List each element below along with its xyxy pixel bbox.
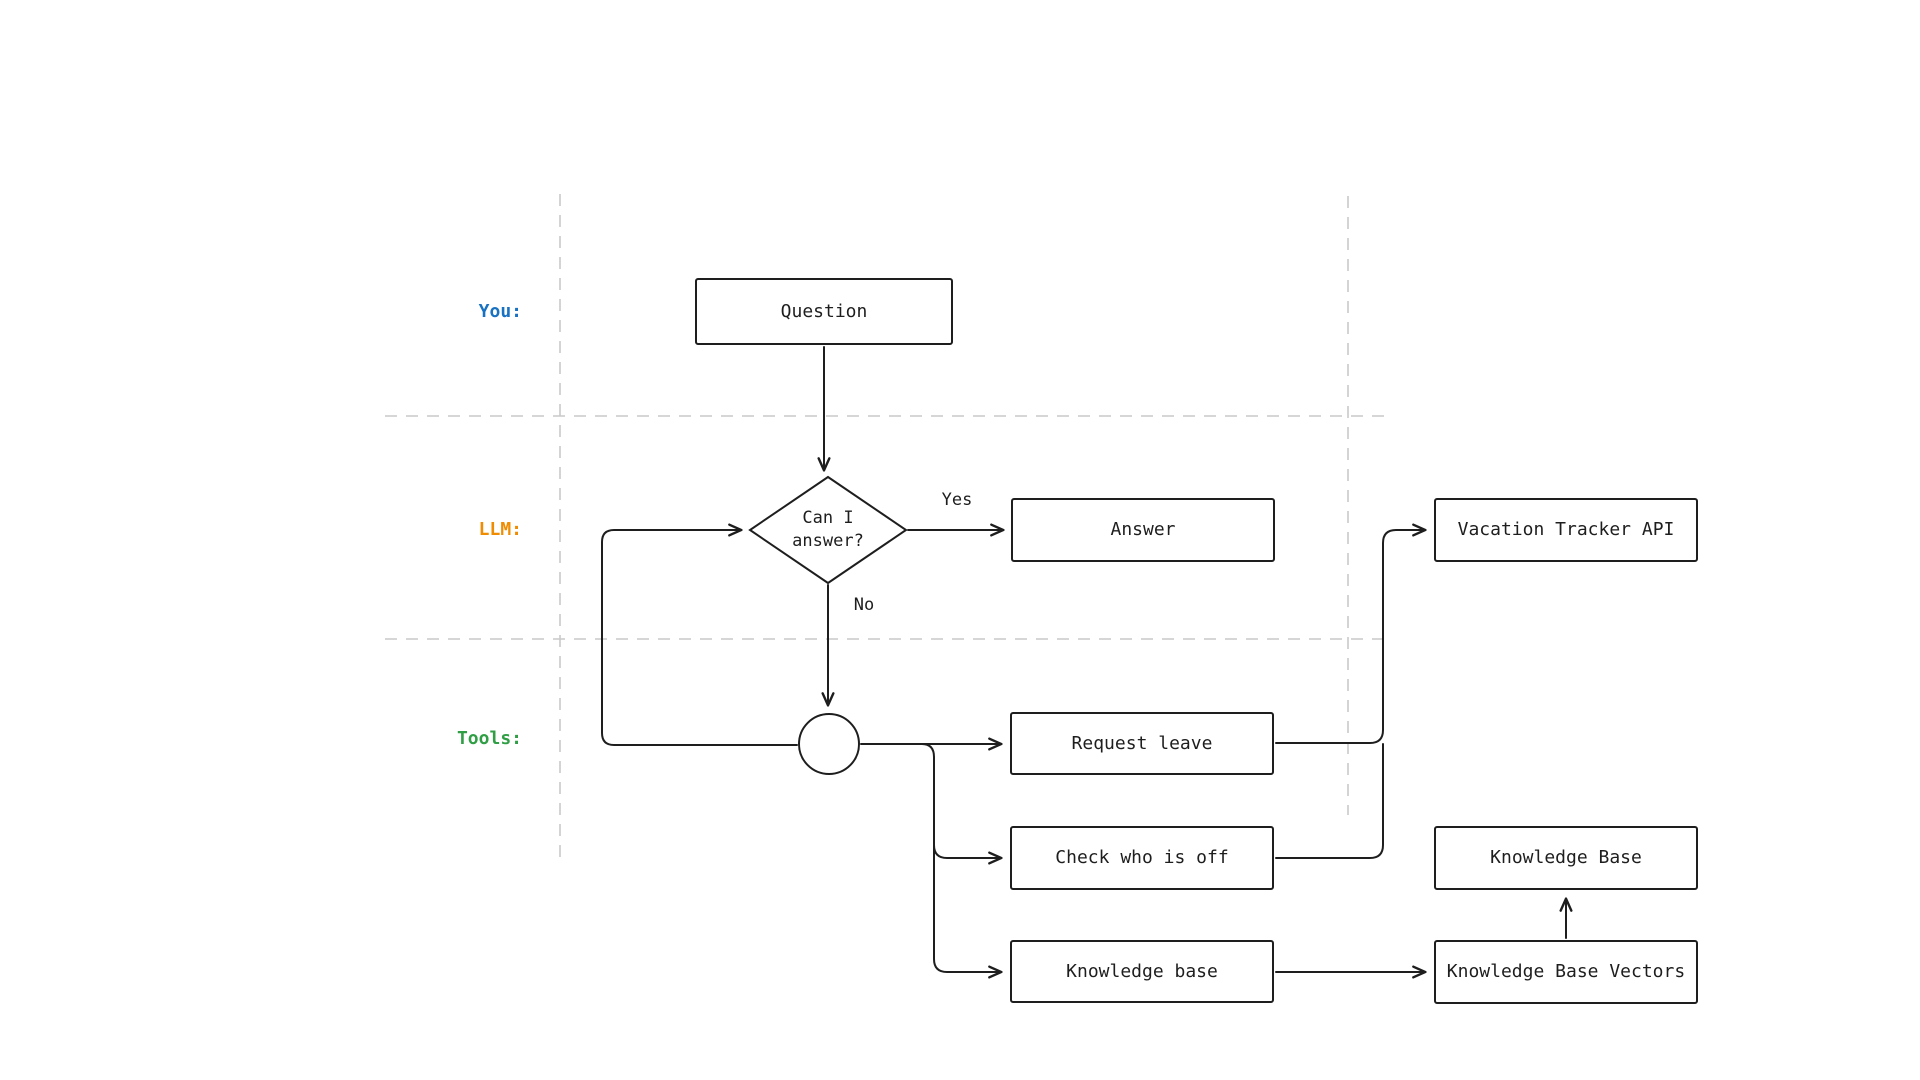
decision-label-line1: Can I xyxy=(802,508,854,528)
edge-junction-knowledge-base xyxy=(921,743,1000,972)
node-check-who-is-off: Check who is off xyxy=(1010,826,1274,890)
node-knowledge-base: Knowledge Base xyxy=(1434,826,1698,890)
node-decision-label: Can I answer? xyxy=(752,507,904,553)
lane-label-llm: LLM: xyxy=(478,519,522,540)
node-tools-junction-circle xyxy=(798,713,860,775)
decision-label-line2: answer? xyxy=(792,531,864,551)
node-question: Question xyxy=(695,278,953,345)
lane-label-you: You: xyxy=(478,301,522,322)
node-knowledge-base-vectors: Knowledge Base Vectors xyxy=(1434,940,1698,1004)
lane-label-tools: Tools: xyxy=(456,728,522,749)
edge-junction-decision-loop xyxy=(601,530,798,746)
node-knowledge-base-tool: Knowledge base xyxy=(1010,940,1274,1003)
edge-request-leave-vacation-api xyxy=(1275,530,1424,744)
node-request-leave: Request leave xyxy=(1010,712,1274,775)
edge-check-who-is-off-vacation-api xyxy=(1275,743,1384,859)
edge-junction-check-who-is-off xyxy=(933,844,1000,858)
node-answer: Answer xyxy=(1011,498,1275,562)
edge-label-yes: Yes xyxy=(941,490,973,510)
edge-label-no: No xyxy=(853,595,875,615)
node-vacation-tracker-api: Vacation Tracker API xyxy=(1434,498,1698,562)
